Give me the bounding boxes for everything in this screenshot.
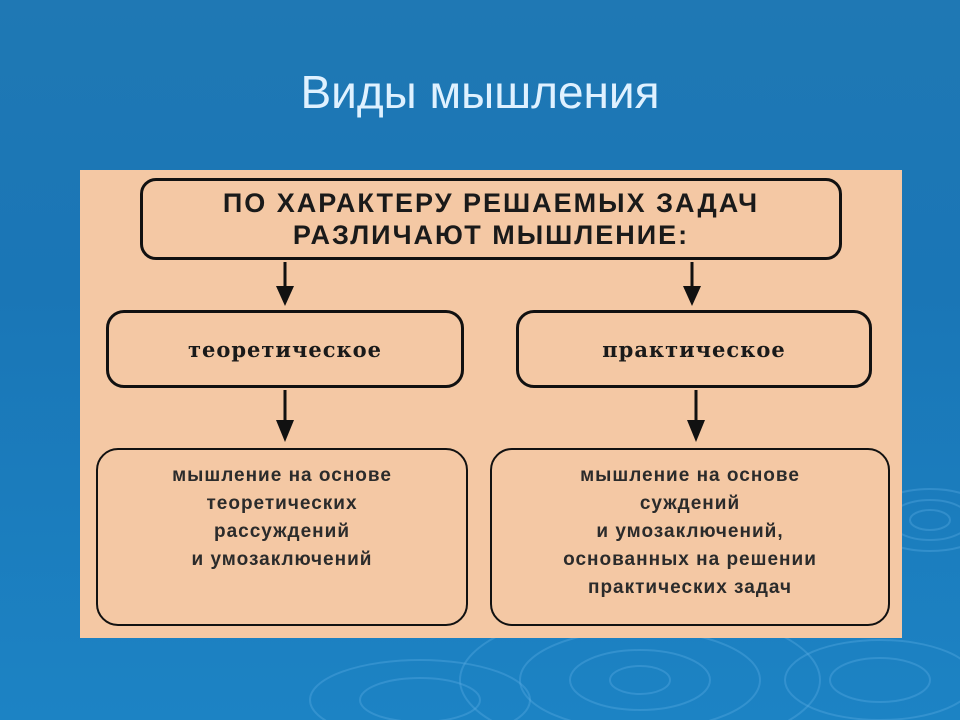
description-line: мышление на основе xyxy=(172,465,392,486)
description-line: практических задач xyxy=(587,577,793,598)
theoretical-box: теоретическое xyxy=(106,310,464,388)
root-box: ПО ХАРАКТЕРУ РЕШАЕМЫХ ЗАДАЧ РАЗЛИЧАЮТ МЫ… xyxy=(140,178,842,260)
description-line: мышление на основе xyxy=(580,465,800,486)
arrow-practical-to-description xyxy=(687,390,705,442)
arrow-theoretical-to-description xyxy=(276,390,294,442)
theoretical-label: теоретическое xyxy=(187,336,383,362)
description-line: и умозаключений xyxy=(191,549,373,570)
diagram-panel: ПО ХАРАКТЕРУ РЕШАЕМЫХ ЗАДАЧ РАЗЛИЧАЮТ МЫ… xyxy=(80,170,902,638)
description-line: теоретических xyxy=(206,493,358,514)
practical-label: практическое xyxy=(602,336,786,362)
description-line: рассуждений xyxy=(213,521,351,542)
theoretical-description-box: мышление на основе теоретических рассужд… xyxy=(96,448,468,626)
arrow-root-to-theoretical xyxy=(276,262,294,306)
root-line-1: ПО ХАРАКТЕРУ РЕШАЕМЫХ ЗАДАЧ xyxy=(222,188,760,218)
description-line: и умозаключений, xyxy=(596,521,784,542)
root-line-2: РАЗЛИЧАЮТ МЫШЛЕНИЕ: xyxy=(292,220,690,250)
arrow-root-to-practical xyxy=(683,262,701,306)
description-line: основанных на решении xyxy=(563,549,817,570)
slide-title: Виды мышления xyxy=(300,66,660,118)
practical-description-box: мышление на основе суждений и умозаключе… xyxy=(490,448,890,626)
practical-box: практическое xyxy=(516,310,872,388)
description-line: суждений xyxy=(639,493,741,514)
